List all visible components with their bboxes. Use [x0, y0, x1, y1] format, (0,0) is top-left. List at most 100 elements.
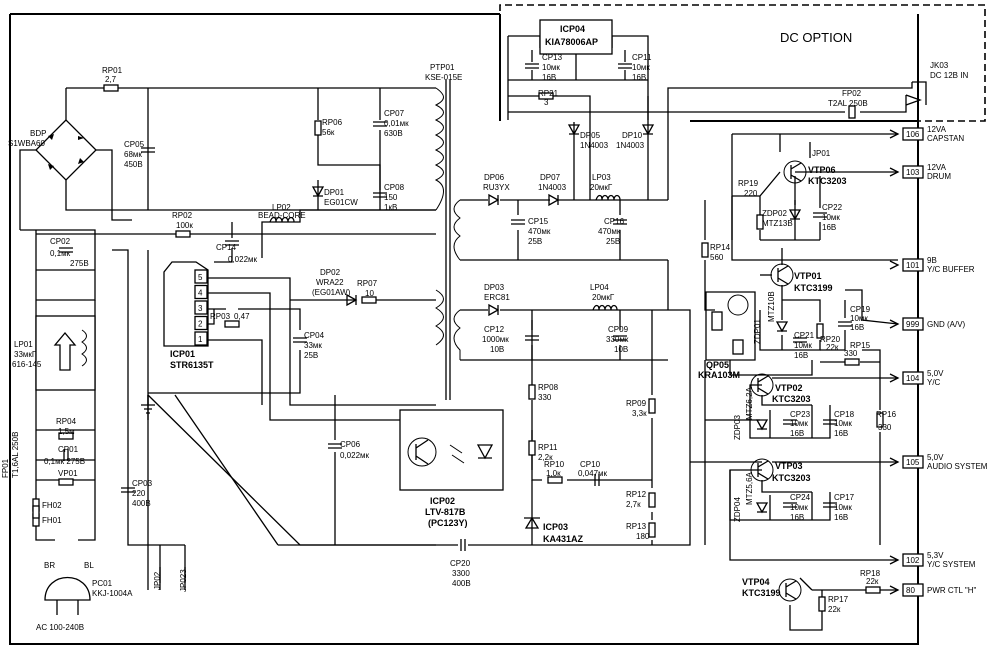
component-value: KTC3203 [772, 394, 811, 404]
component-value: 0,022мк [340, 451, 370, 460]
component-ref: DP07 [540, 173, 561, 182]
connector-voltage: 5,0V [927, 453, 944, 462]
component-ref: CP06 [340, 440, 361, 449]
pc01-mains-rating: AC 100-240В [36, 623, 84, 632]
component-ref: VP01 [58, 469, 78, 478]
component-ref: CP17 [834, 493, 855, 502]
component-rating: 16В [850, 323, 864, 332]
icp01-ref: ICP01 [170, 349, 195, 359]
component-value: BEAD-CORE [258, 211, 306, 220]
component-jp023: JP023 [179, 567, 188, 592]
component-value: 10мк [790, 503, 808, 512]
component-value: 10мк [822, 213, 840, 222]
icp01-pin-number: 2 [198, 320, 203, 329]
component-ref: RP03 [210, 312, 231, 321]
component-ref: CP08 [384, 183, 405, 192]
component-rating: 16В [542, 73, 556, 82]
dc-jack-jk03: JK03 DC 12В IN [905, 61, 968, 106]
component-value: 3300 [452, 569, 470, 578]
component-value: 56к [322, 128, 335, 137]
component-rating: 25В [528, 237, 542, 246]
component-ref: ZDP01 [753, 319, 762, 344]
component-value: ERC81 [484, 293, 510, 302]
transistor-qp05: QP05 KRA103M [698, 294, 749, 380]
component-ref: CP10 [580, 460, 601, 469]
component-value: WRA22 [316, 278, 344, 287]
regulator-icp04: ICP04 KIA78006AP [539, 19, 613, 55]
component-ref: RP08 [538, 383, 559, 392]
connector-voltage: PWR CTL "H" [927, 586, 977, 595]
component-ref: LP02 [272, 203, 291, 212]
mains-plug-pc01: BR BL PC01 KKJ-1004A AC 100-240В [36, 561, 133, 632]
connector-pin: 104 [906, 374, 920, 383]
optocoupler-icp02: ICP02 LTV-817B (PC123Y) [399, 409, 504, 528]
component-jp01: JP01 [809, 142, 831, 158]
component-ref: CP23 [790, 410, 811, 419]
component-value: 330 [878, 423, 892, 432]
component-ref: ZDP03 [733, 415, 742, 440]
component-rating: 275В [70, 259, 89, 268]
component-value: 22к [828, 605, 841, 614]
pc01-br-label: BR [44, 561, 55, 570]
icp01-pin-box [194, 269, 208, 284]
connector-function: Y/C BUFFER [927, 265, 975, 274]
component-value: 10мк [542, 63, 560, 72]
component-rating: 400В [452, 579, 471, 588]
component-value: MTZ6,2A [745, 386, 754, 420]
component-value: 560 [710, 253, 724, 262]
component-value: 0,022мк [228, 255, 258, 264]
connector-pin: 103 [906, 168, 920, 177]
component-ref: CP03 [132, 479, 153, 488]
icp04-ref: ICP04 [560, 24, 585, 34]
component-value: 10мк [794, 341, 812, 350]
component-value: 330мк [606, 335, 629, 344]
icp01-pin-box [194, 284, 208, 300]
connector-function: DRUM [927, 172, 951, 181]
component-ref: CP11 [632, 53, 652, 62]
wires [19, 35, 913, 631]
component-value: 0,47 [234, 312, 250, 321]
bridge-rectifier-bdp: BDP S1WBA60 [8, 119, 97, 181]
component-ref: RP11 [538, 443, 558, 452]
connector-voltage: 9B [927, 256, 937, 265]
ptp01-ref: PTP01 [430, 63, 455, 72]
connector-function: AUDIO SYSTEM [927, 462, 988, 471]
component-value: 100к [176, 221, 193, 230]
component-rating: 630В [384, 129, 403, 138]
icp02-part: LTV-817B [425, 507, 466, 517]
component-ref: RP01 [102, 66, 123, 75]
dc-option-frame [499, 4, 986, 122]
component-ref: ZDP04 [733, 497, 742, 522]
connector-voltage: 12VA [927, 163, 947, 172]
connector-pin: 999 [906, 320, 920, 329]
component-ref: FP01 [1, 458, 10, 478]
component-rating: 450В [124, 160, 143, 169]
component-value: 20мкГ [590, 183, 613, 192]
component-value: 68мк [124, 150, 142, 159]
